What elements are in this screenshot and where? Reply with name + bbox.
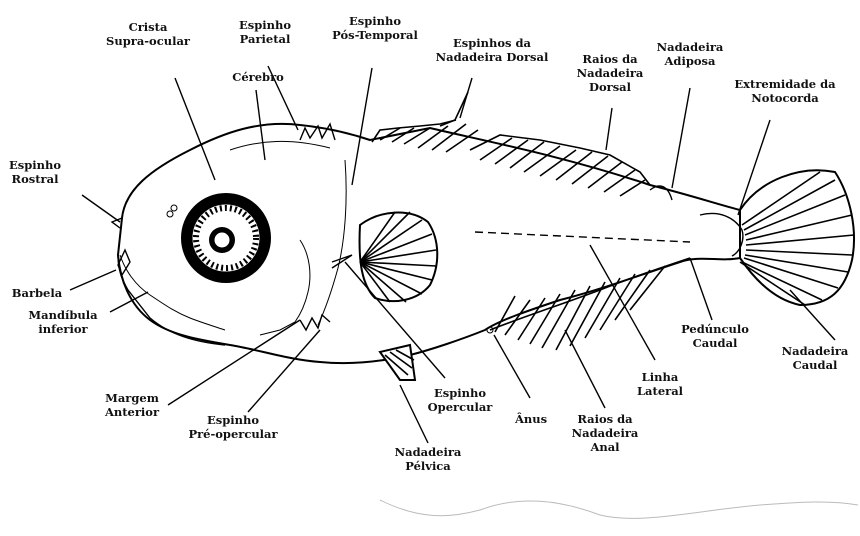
label-espinhos-nadadeira-dorsal: Espinhos da Nadadeira Dorsal [432,36,552,64]
label-nadadeira-caudal: Nadadeira Caudal [770,344,860,372]
label-espinho-parietal: Espinho Parietal [225,18,305,46]
label-espinho-rostral: Espinho Rostral [0,158,70,186]
label-crista-supra-ocular: Crista Supra-ocular [98,20,198,48]
label-pedunculo-caudal: Pedúnculo Caudal [675,322,755,350]
label-nadadeira-adiposa: Nadadeira Adiposa [645,40,735,68]
substrate-sketch [380,500,858,518]
label-linha-lateral: Linha Lateral [625,370,695,398]
label-anus: Ânus [506,412,556,426]
label-extremidade-notocorda: Extremidade da Notocorda [720,77,850,105]
label-espinho-opercular: Espinho Opercular [420,386,500,414]
label-espinho-pre-opercular: Espinho Pré-opercular [178,413,288,441]
pelvic-fin [380,345,415,380]
label-margem-anterior: Margem Anterior [92,391,172,419]
label-raios-nadadeira-dorsal: Raios da Nadadeira Dorsal [565,52,655,94]
label-espinho-pos-temporal: Espinho Pós-Temporal [325,14,425,42]
label-cerebro: Cérebro [218,70,298,84]
label-nadadeira-pelvica: Nadadeira Pélvica [388,445,468,473]
label-raios-nadadeira-anal: Raios da Nadadeira Anal [560,412,650,454]
label-barbela: Barbela [2,286,72,300]
label-mandibula-inferior: Mandíbula inferior [18,308,108,336]
pupil-highlight [214,232,230,248]
